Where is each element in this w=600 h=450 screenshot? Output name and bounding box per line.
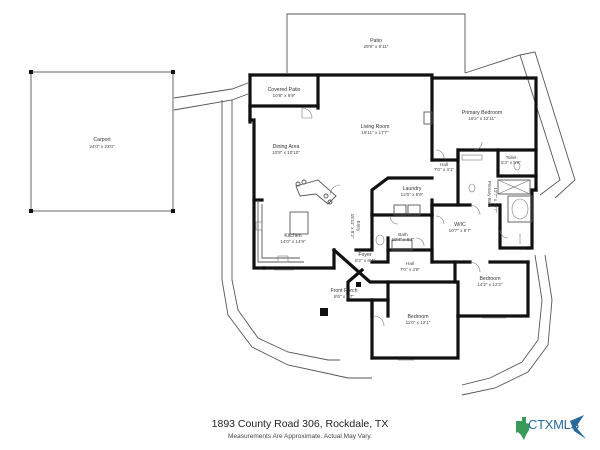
dims-living-room: 19'11" x 17'7" [361,130,389,135]
dims-bedroom-a: 14'2" x 12'2" [477,282,503,287]
label-hall-a: Hall [440,162,448,167]
label-hall-b: Hall [406,261,414,266]
measurement-disclaimer: Measurements Are Approximate. Actual May… [228,433,372,440]
dims-dining-area: 10'8" x 10'10" [272,150,300,155]
dims-wic: 10'7" x 8'7" [449,228,472,233]
dims-front-porch: 8'6" x 8'7" [334,294,354,299]
carport-outline [29,70,175,213]
label-carport: Carport [93,137,111,143]
dims-covered-patio: 10'8" x 6'9" [273,93,296,98]
dims-bedroom-b: 11'0" x 12'1" [406,320,431,325]
dims-laundry: 12'0" x 5'9" [401,192,424,197]
label-bedroom-a: Bedroom [479,276,500,282]
label-bath: Bath [398,232,408,237]
label-primary-bath: Primary Bath [487,181,492,208]
entry-steps [320,282,361,316]
fixtures [255,111,533,361]
dims-hall-a: 7'0" x 4'1" [434,167,454,172]
label-primary-bedroom: Primary Bedroom [462,110,502,116]
dims-primary-bedroom: 16'2" x 12'11" [468,116,496,121]
label-kitchen: Kitchen [284,233,301,239]
dims-primary-bath: 12'7" x 12'7" [493,187,498,213]
label-dining-area: Dining Area [273,144,300,150]
swoosh-icon [570,415,586,439]
label-toilet: Toilet [506,155,517,160]
dims-carport: 24'0" x 23'0" [89,144,115,149]
label-laundry: Laundry [403,186,422,192]
dims-bath: 10'4" x 6'3" [392,237,415,242]
dims-foyer: 8'2" x 8'4" [355,258,375,263]
label-patio: Patio [370,38,382,44]
texas-icon [516,417,530,440]
logo-text: CTXMLS [528,417,579,432]
label-front-porch: Front Porch [330,288,357,294]
dims-hall-b: 7'0" x 3'9" [400,267,420,272]
property-address: 1893 County Road 306, Rockdale, TX [211,418,389,430]
door-swings [301,107,509,327]
dims-patio: 29'9" x 9'11" [364,44,389,49]
dims-toilet: 5'3" x 5'8" [501,160,521,165]
label-covered-patio: Covered Patio [268,87,301,93]
room-labels: Patio 29'9" x 9'11" Carport 24'0" x 23'0… [89,38,521,325]
dims-entry: 15'11" x 8'2" [350,214,355,239]
label-wic: W/IC [454,222,466,228]
ctxmls-logo [516,415,586,440]
walkway-outlines [173,51,576,396]
patio-outline [286,13,466,73]
dims-kitchen: 14'0" x 14'9" [280,239,306,244]
label-living-room: Living Room [361,124,390,130]
label-entry: Entry [356,221,361,232]
label-foyer: Foyer [358,252,372,258]
label-bedroom-b: Bedroom [407,314,428,320]
